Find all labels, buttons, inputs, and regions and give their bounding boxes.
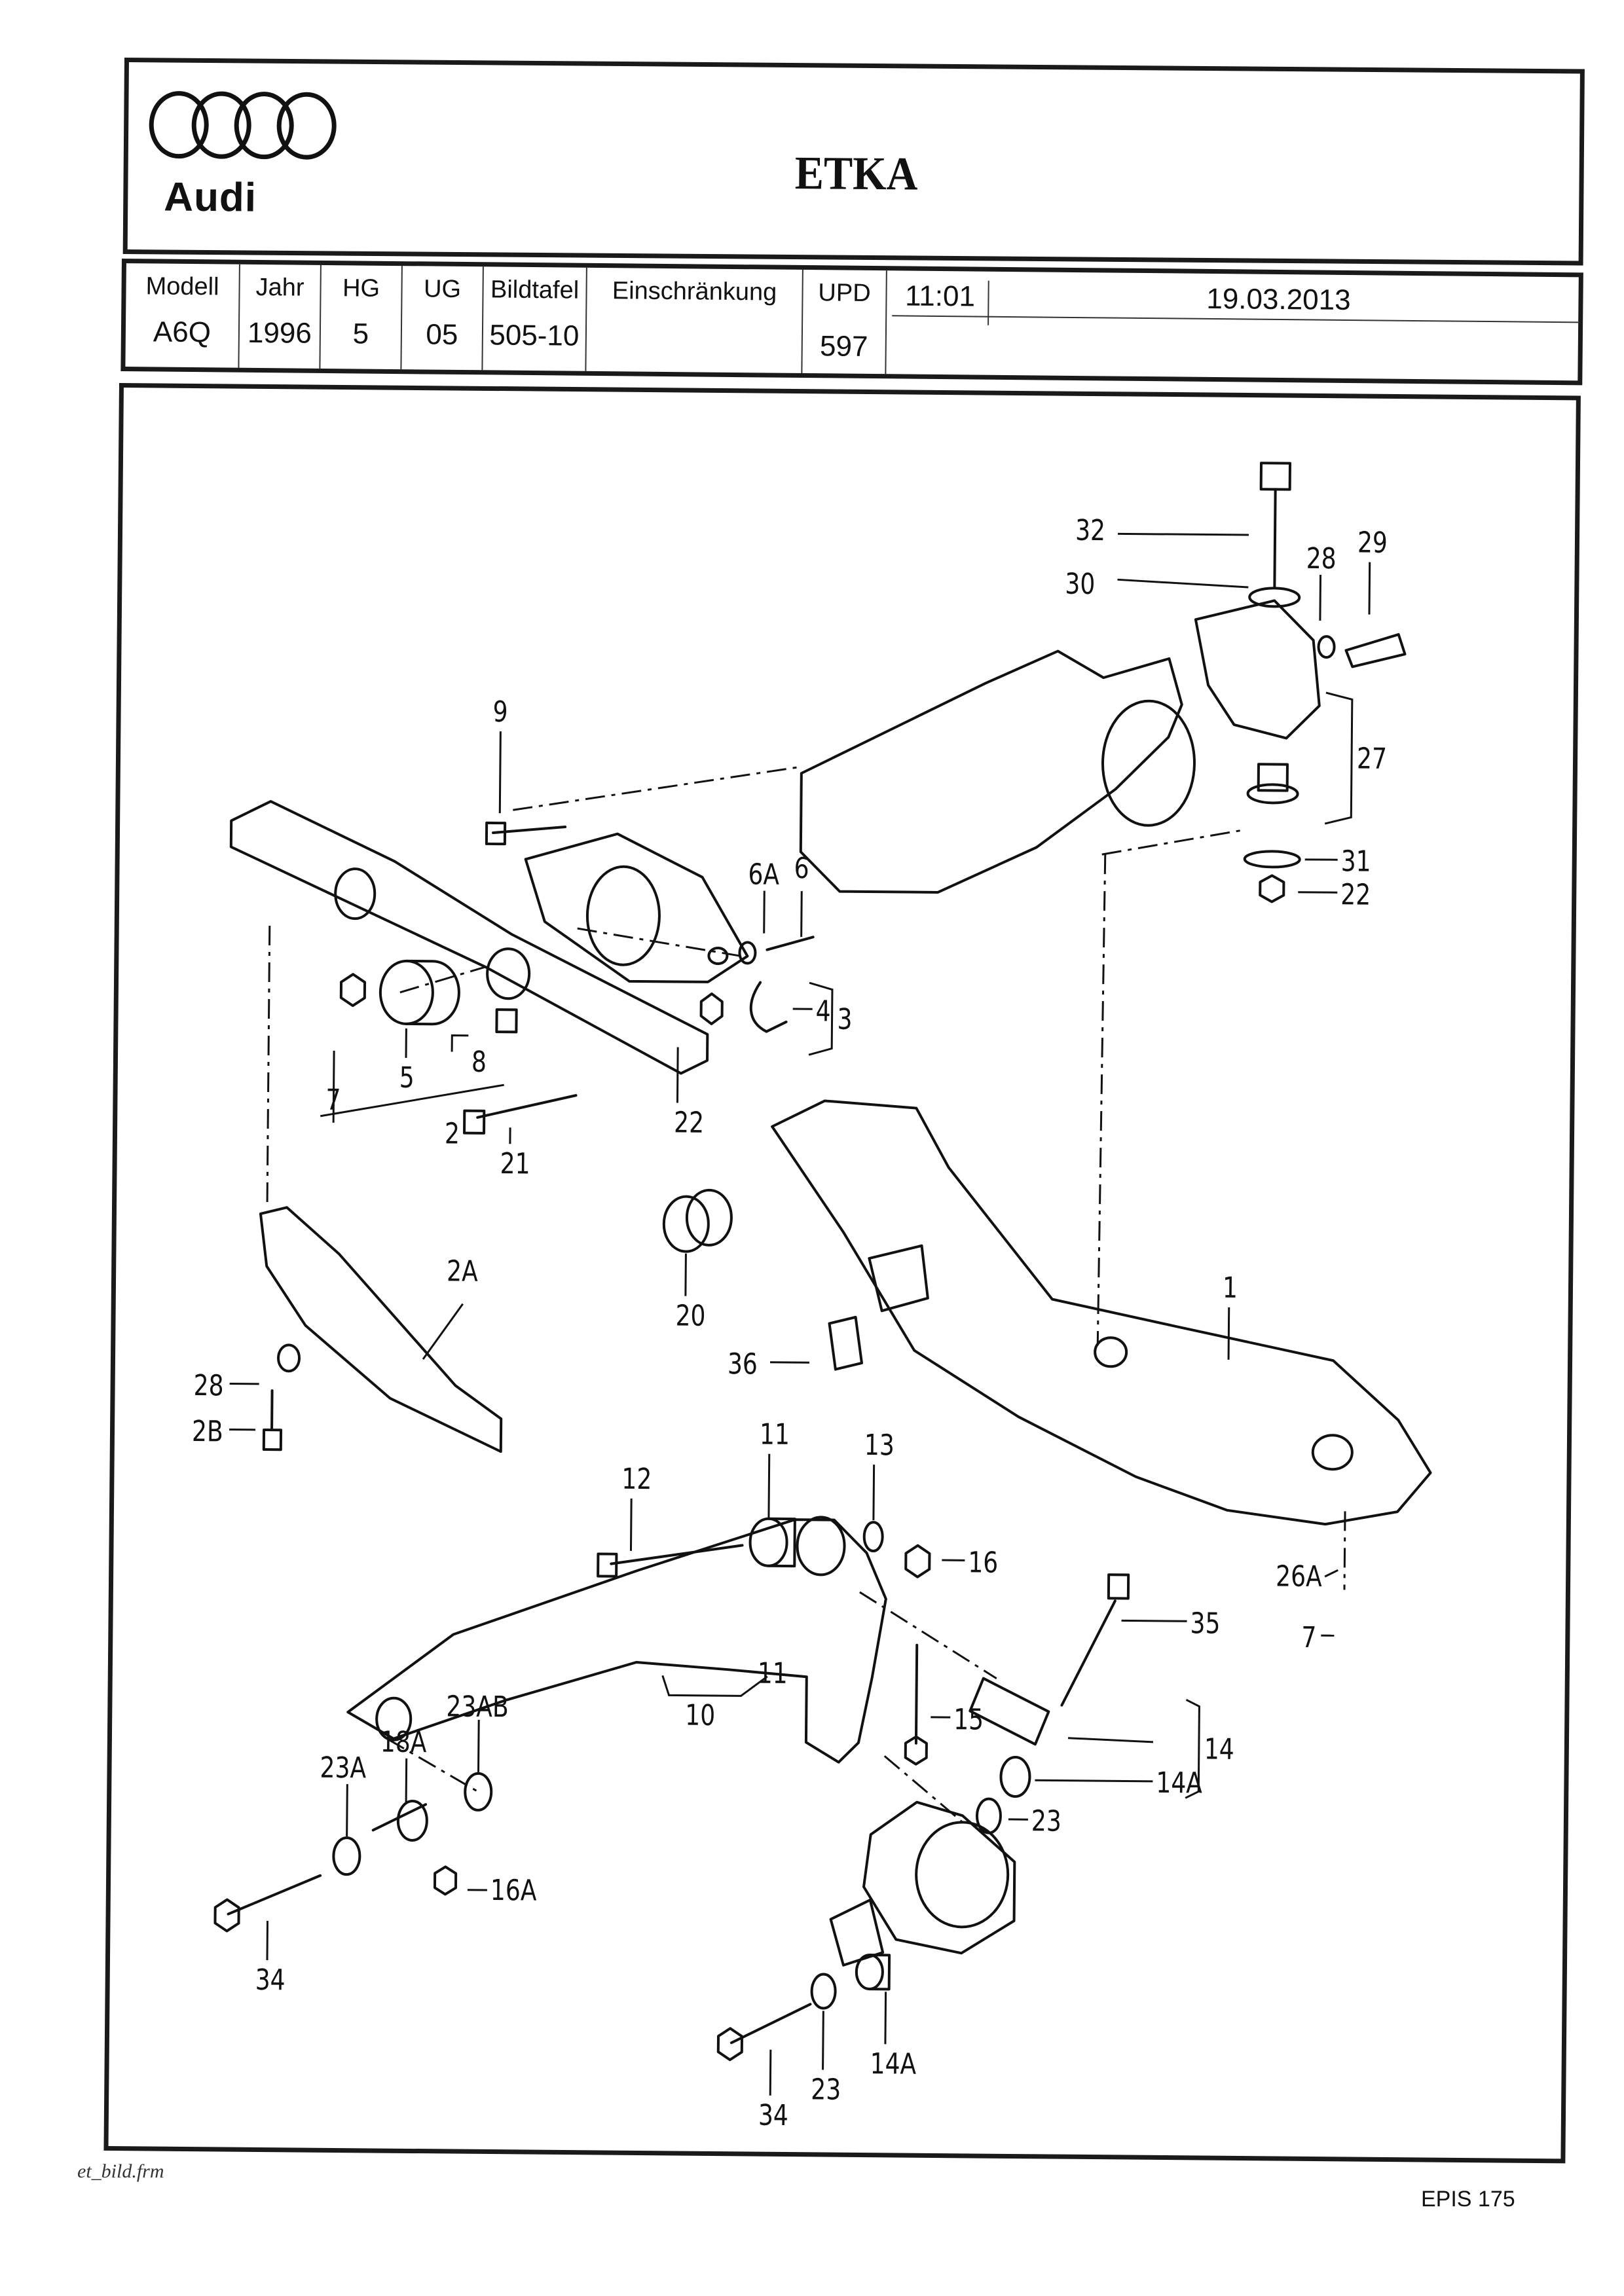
wishbone (346, 1518, 887, 1764)
page-title: ETKA (794, 147, 918, 200)
callout-14: 14 (1204, 1732, 1234, 1766)
bushing-20 (662, 1195, 710, 1253)
callout-2A: 2A (446, 1254, 479, 1288)
callout-27: 27 (1356, 742, 1388, 776)
front-mount-bracket (524, 832, 749, 983)
callout-23b: 23 (811, 2073, 841, 2107)
callout-22b: 22 (673, 1106, 705, 1140)
meta-label: Jahr (255, 273, 304, 302)
meta-cell-ug: UG 05 (401, 266, 484, 371)
meta-cell-bildtafel: Bildtafel 505-10 (483, 266, 587, 371)
callout-7b: 7 (1301, 1620, 1317, 1655)
meta-value: 597 (819, 330, 868, 363)
callout-16A: 16A (490, 1874, 537, 1908)
callout-21: 21 (500, 1147, 530, 1181)
bushing-5 (378, 959, 434, 1025)
differential-flange (1101, 699, 1196, 827)
callout-32: 32 (1075, 513, 1106, 548)
bushing-11 (748, 1517, 788, 1567)
meta-cell-einschraenkung: Einschränkung (586, 267, 803, 373)
audi-four-rings-icon (149, 91, 337, 160)
differential-housing (799, 649, 1183, 894)
wheel-carrier (862, 1800, 1016, 1955)
meta-label: UPD (818, 279, 871, 307)
meta-label: Modell (145, 272, 219, 301)
crossmember (229, 800, 709, 1075)
brand-wordmark: Audi (164, 174, 257, 221)
callout-6A: 6A (748, 858, 780, 892)
callout-2: 2 (444, 1117, 460, 1151)
meta-label: HG (342, 274, 380, 302)
meta-value: 05 (426, 318, 458, 351)
callout-34b: 34 (758, 2098, 789, 2133)
meta-cell-jahr: Jahr 1996 (239, 264, 322, 369)
callout-22: 22 (1340, 878, 1371, 912)
callout-31: 31 (1340, 845, 1371, 879)
callout-4: 4 (815, 994, 831, 1029)
callout-8: 8 (471, 1045, 487, 1079)
callout-1: 1 (1222, 1271, 1238, 1305)
rear-axle-drawing (213, 462, 1432, 2096)
meta-value (587, 320, 802, 322)
meta-value: 5 (352, 318, 369, 350)
print-date: 19.03.2013 (1206, 282, 1351, 317)
callout-28: 28 (1306, 541, 1337, 576)
callout-14A: 14A (1156, 1766, 1203, 1800)
callout-9: 9 (492, 695, 508, 729)
callout-14Ab: 14A (870, 2047, 917, 2081)
meta-label: Bildtafel (490, 276, 580, 304)
callout-10: 10 (685, 1698, 716, 1733)
meta-cell-upd: UPD 597 (802, 269, 887, 374)
callout-23A: 23A (320, 1751, 367, 1785)
callout-20: 20 (675, 1299, 706, 1333)
meta-value: 505-10 (489, 319, 580, 352)
callout-35: 35 (1190, 1607, 1221, 1641)
rear-mount-bracket (1194, 599, 1321, 740)
callout-15: 15 (953, 1703, 984, 1737)
meta-label: Einschränkung (612, 277, 777, 306)
callout-11b: 11 (757, 1656, 788, 1690)
bushing-14A (999, 1756, 1031, 1798)
callout-5: 5 (399, 1061, 415, 1095)
callout-16: 16 (968, 1546, 999, 1580)
meta-cell-modell: Modell A6Q (125, 263, 240, 368)
callout-3: 3 (837, 1002, 853, 1036)
callout-36: 36 (727, 1347, 758, 1381)
callout-23: 23 (1031, 1804, 1062, 1838)
page-code: EPIS 175 (1421, 2187, 1515, 2212)
callout-7: 7 (325, 1083, 341, 1117)
callout-11: 11 (759, 1417, 790, 1451)
callout-23AB: 23AB (446, 1690, 509, 1724)
meta-value: A6Q (153, 316, 212, 349)
timestamp-row: 11:01 19.03.2013 (892, 270, 1580, 325)
header-box: Audi ETKA (122, 58, 1585, 266)
callout-28b: 28 (193, 1369, 224, 1403)
print-time: 11:01 (892, 280, 989, 325)
callout-6: 6 (794, 852, 809, 886)
callout-13: 13 (864, 1428, 895, 1463)
form-name: et_bild.frm (77, 2160, 164, 2182)
exploded-diagram: 32 30 28 29 27 31 22 9 6A 6 3 4 7 5 8 2 … (103, 383, 1581, 2164)
meta-value: 1996 (247, 316, 312, 350)
callout-26A: 26A (1275, 1559, 1322, 1594)
meta-table: Modell A6Q Jahr 1996 HG 5 UG 05 Bildtafe… (120, 259, 1583, 386)
callout-18A: 18A (380, 1725, 427, 1760)
callout-2B: 2B (191, 1415, 223, 1449)
callout-12: 12 (621, 1462, 652, 1497)
meta-cell-hg: HG 5 (320, 264, 403, 370)
callout-29: 29 (1357, 526, 1388, 560)
subframe (771, 1099, 1432, 1526)
bracket-2A (259, 1206, 503, 1453)
callout-30: 30 (1065, 567, 1096, 602)
callout-34: 34 (255, 1963, 286, 1997)
meta-label: UG (423, 275, 462, 303)
